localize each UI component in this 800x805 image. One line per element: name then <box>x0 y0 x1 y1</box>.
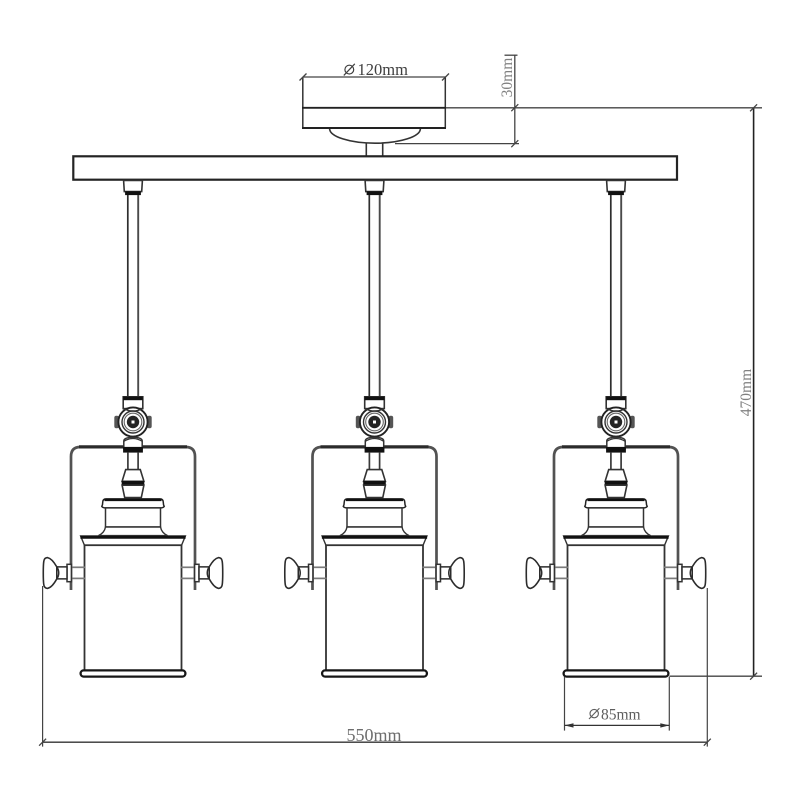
svg-text:85mm: 85mm <box>601 707 641 724</box>
svg-text:470mm: 470mm <box>738 369 755 416</box>
svg-text:120mm: 120mm <box>358 60 409 79</box>
svg-text:30mm: 30mm <box>499 58 516 98</box>
svg-text:550mm: 550mm <box>346 725 401 745</box>
